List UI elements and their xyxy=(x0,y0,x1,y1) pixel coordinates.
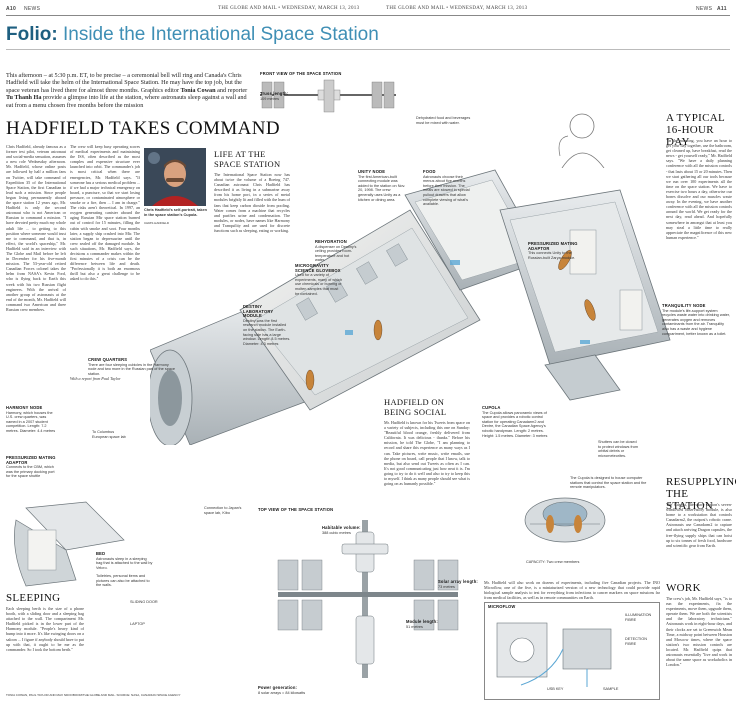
sleeping-berth-illustration xyxy=(14,501,125,587)
module-length: Module length:51 metres xyxy=(406,619,438,629)
sample-label: SAMPLE xyxy=(603,687,619,691)
sliding-door-label: SLIDING DOOR xyxy=(130,600,158,604)
top-view-title: TOP VIEW OF THE SPACE STATION xyxy=(258,507,334,512)
folio-title: Folio: Inside the International Space St… xyxy=(6,24,379,46)
dehydrated-callout: Dehydrated food and beverages must be mi… xyxy=(416,116,471,125)
intro-paragraph: This afternoon – at 5:30 p.m. ET, to be … xyxy=(6,72,248,109)
left-section: NEWS xyxy=(24,6,41,12)
reporter-name: Tu Thanh Ha xyxy=(6,94,42,102)
toiletries-callout: Toiletries, personal items and pictures … xyxy=(96,574,150,588)
resupply-title: RESUPPLYING THE STATION xyxy=(666,476,736,512)
photo-credit: CHRIS HADFIELD xyxy=(144,221,170,225)
front-view-title: FRONT VIEW OF THE SPACE STATION xyxy=(260,71,342,76)
life-text: The International Space Station now has … xyxy=(214,172,290,234)
social-title: HADFIELD ON BEING SOCIAL xyxy=(384,397,447,417)
story-byline: With a report from Paul Taylor xyxy=(70,376,121,381)
hadfield-portrait-photo xyxy=(144,148,206,206)
front-view-diagram xyxy=(260,79,396,113)
right-page-number: A11 xyxy=(717,6,727,12)
laptop-label: LAPTOP xyxy=(130,622,145,626)
solar-array-length: Solar array length:73 metres xyxy=(438,579,478,589)
illumination-fibre-label: ILLUMINATION FIBRE xyxy=(625,613,652,622)
photo-caption: Chris Hadfield's self-portrait, taken in… xyxy=(144,208,207,217)
columbus-callout: To Columbus European space lab xyxy=(92,430,126,439)
sleeping-text: Each sleeping berth is the size of a pho… xyxy=(6,606,84,652)
microflow-title: MICROFLOW xyxy=(488,604,516,609)
resupply-text: The Cupola, the space station's seven-wi… xyxy=(666,502,732,548)
right-section: NEWS xyxy=(696,6,713,12)
story-column-1: Chris Hadfield, already famous as a form… xyxy=(6,144,66,312)
cupola-illustration xyxy=(524,497,606,543)
left-paper-line: THE GLOBE AND MAIL • WEDNESDAY, MARCH 13… xyxy=(218,6,360,11)
social-text: Mr. Hadfield is known for his Tweets fro… xyxy=(384,420,470,487)
microflow-panel: MICROFLOW ILLUMINATION FIBRE DETECTION F… xyxy=(484,602,660,700)
usb-key-label: USB KEY xyxy=(547,687,564,691)
work-title: WORK xyxy=(666,582,701,594)
folio-main-title: Inside the International Space Station xyxy=(62,24,379,45)
portrait-illustration xyxy=(144,148,206,206)
headline: HADFIELD TAKES COMMAND xyxy=(6,118,280,139)
space-station-cutaway-illustration xyxy=(150,169,671,445)
typical-day-text: "In the morning, you have an hour to get… xyxy=(666,138,732,240)
sleeping-title: SLEEPING xyxy=(6,592,61,604)
capacity-label: CAPACITY: Two crew members xyxy=(526,560,580,564)
story-column-2: The crew will keep busy operating scores… xyxy=(70,144,140,282)
astronaut-sketch xyxy=(554,108,608,169)
habitable-volume: Habitable volume:388 cubic metres xyxy=(322,525,361,535)
kibo-callout: Connection to Japan's space lab, Kibo xyxy=(204,506,242,515)
truss-length: Truss length:109 metres xyxy=(260,91,289,101)
typical-day-title: A TYPICAL 16-HOUR DAY xyxy=(666,112,725,148)
header-rule xyxy=(6,15,730,16)
power-generation: Power generation:8 solar arrays = 84 kil… xyxy=(258,685,306,695)
microflow-device-illustration xyxy=(496,622,612,687)
folio-rule xyxy=(6,49,730,50)
microflow-text: Mr. Hadfield will also work on dozens of… xyxy=(484,580,660,601)
detection-fibre-label: DETECTION FIBRE xyxy=(625,637,647,646)
cupola-note-callout: The Cupola is designed to house computer… xyxy=(570,476,647,490)
folio-prefix: Folio: xyxy=(6,24,58,45)
work-text: The crew's job, Mr. Hadfield says, "is t… xyxy=(666,596,732,668)
editor-name: Tonia Cowan xyxy=(180,86,216,94)
graphic-credit: TONIA COWAN, PAUL TAYLOR AND MAX NDOOBOO… xyxy=(6,693,181,697)
life-title: LIFE AT THE SPACE STATION xyxy=(214,149,281,169)
top-view-diagram xyxy=(277,520,459,678)
right-paper-line: THE GLOBE AND MAIL • WEDNESDAY, MARCH 13… xyxy=(386,6,528,11)
shutters-callout: Shutters can be closed to protect window… xyxy=(598,440,639,458)
left-page-number: A10 xyxy=(6,6,17,12)
